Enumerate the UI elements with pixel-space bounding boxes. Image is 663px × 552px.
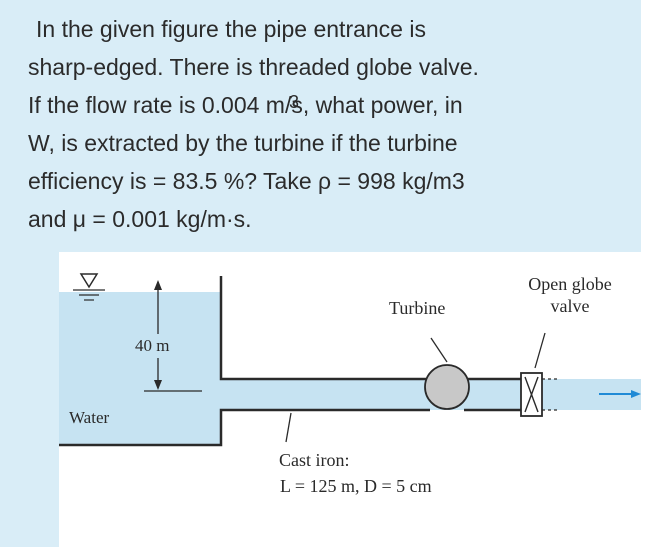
question-line-4: W, is extracted by the turbine if the tu… xyxy=(28,130,458,156)
free-surface-triangle-icon xyxy=(79,273,99,289)
pipe-material-label: Cast iron: xyxy=(279,450,350,470)
turbine-label: Turbine xyxy=(389,298,445,318)
flow-arrow-icon xyxy=(631,390,641,398)
question-text: In the given figure the pipe entrance is… xyxy=(28,10,628,238)
height-arrow-up-icon xyxy=(154,280,162,290)
question-line-1: In the given figure the pipe entrance is xyxy=(36,16,426,42)
water-label: Water xyxy=(69,408,109,427)
pipe-bottom-wall xyxy=(59,408,430,447)
valve-leader-line xyxy=(534,332,546,369)
superscript-3: 3 xyxy=(288,92,299,112)
pipe-diagram: 40 m Water Turbine Open globe valve Cast… xyxy=(59,273,641,496)
pipe-system-figure: 40 m Water Turbine Open globe valve Cast… xyxy=(59,252,641,547)
turbine-leader-line xyxy=(430,337,448,363)
flow-rate-unit-text: /s, what power, in xyxy=(284,92,463,118)
valve-cross-line-2 xyxy=(524,376,539,413)
valve-label-line-1: Open globe xyxy=(528,274,611,294)
valve-label-line-2: valve xyxy=(551,296,590,316)
question-line-2: sharp-edged. There is threaded globe val… xyxy=(28,54,479,80)
turbine-icon xyxy=(424,364,470,410)
flow-rate-text: If the flow rate is 0.004 m xyxy=(28,92,285,118)
pipe-dimensions-label: L = 125 m, D = 5 cm xyxy=(280,476,432,496)
pipe-leader-line xyxy=(285,412,292,443)
reservoir-wall xyxy=(219,276,430,381)
height-arrow-down-icon xyxy=(154,380,162,390)
question-line-5: efficiency is = 83.5 %? Take ρ = 998 kg/… xyxy=(28,168,465,194)
height-label: 40 m xyxy=(135,336,169,355)
reservoir-water xyxy=(59,292,221,445)
question-line-6: and μ = 0.001 kg/m·s. xyxy=(28,206,252,232)
